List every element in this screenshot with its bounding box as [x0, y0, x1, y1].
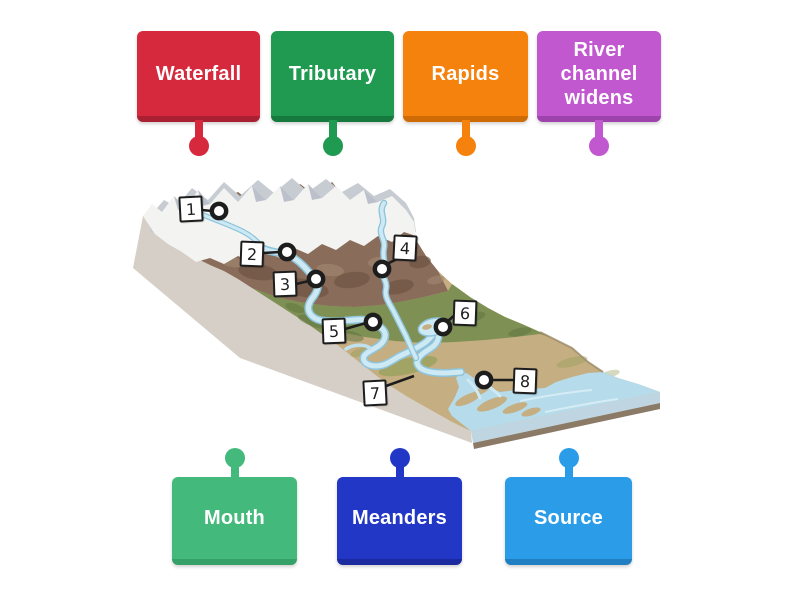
label-card-face: Mouth — [172, 477, 297, 565]
pin-ball — [322, 136, 343, 156]
label-card-face: River channel widens — [537, 31, 661, 122]
sea — [448, 371, 660, 431]
label-card-face: Waterfall — [137, 31, 260, 122]
drop-target-7[interactable]: 7 — [362, 379, 388, 407]
label-text: Meanders — [352, 507, 447, 529]
drop-target-5[interactable]: 5 — [321, 317, 347, 345]
pin-ball — [224, 448, 245, 468]
main-river — [260, 245, 465, 378]
pin-ball — [188, 136, 209, 156]
label-card-tributary[interactable]: Tributary — [271, 31, 394, 156]
label-card-face: Rapids — [403, 31, 528, 122]
drop-target-3[interactable]: 3 — [272, 270, 298, 298]
pin-stem — [328, 120, 337, 148]
drop-target-1[interactable]: 1 — [178, 195, 204, 223]
drop-target-8[interactable]: 8 — [512, 367, 538, 395]
pin-ball — [558, 448, 579, 468]
pin-stem — [230, 462, 239, 480]
coastline-edge — [539, 331, 604, 373]
label-card-meanders[interactable]: Meanders — [337, 448, 462, 565]
sea-wave-streaks — [519, 389, 619, 413]
drop-target-2[interactable]: 2 — [239, 240, 265, 268]
label-card-face: Meanders — [337, 477, 462, 565]
label-card-waterfall[interactable]: Waterfall — [137, 31, 260, 156]
label-card-rapids[interactable]: Rapids — [403, 31, 528, 156]
label-text: River channel widens — [560, 38, 638, 109]
label-text: Tributary — [288, 62, 377, 85]
snowy-mountain-ridge — [143, 184, 416, 264]
pin-stem — [194, 120, 203, 148]
label-card-face: Tributary — [271, 31, 394, 122]
slab-front-face — [471, 392, 660, 443]
label-card-river-channel-widens[interactable]: River channel widens — [537, 31, 661, 156]
pin-stem — [595, 120, 603, 148]
slab-sediment-strip — [473, 403, 660, 449]
pin-stem — [395, 462, 404, 480]
label-card-source[interactable]: Source — [505, 448, 632, 565]
label-text: Mouth — [204, 507, 265, 529]
pin-ball — [389, 448, 410, 468]
pin-stem — [564, 462, 573, 480]
marker-lines — [201, 208, 514, 388]
oxbow-remnant — [344, 343, 372, 351]
marker-dots — [209, 201, 494, 390]
label-text: Rapids — [431, 62, 500, 85]
label-card-mouth[interactable]: Mouth — [172, 448, 297, 565]
label-text: Source — [533, 507, 603, 529]
label-card-face: Source — [505, 477, 632, 565]
pond-island — [422, 324, 432, 330]
pin-stem — [461, 120, 470, 148]
label-text: Waterfall — [155, 62, 242, 85]
pin-ball — [455, 136, 476, 156]
tributary-stream — [377, 199, 420, 362]
drop-target-4[interactable]: 4 — [392, 234, 418, 262]
pin-ball — [589, 136, 609, 156]
drop-target-6[interactable]: 6 — [452, 299, 478, 327]
